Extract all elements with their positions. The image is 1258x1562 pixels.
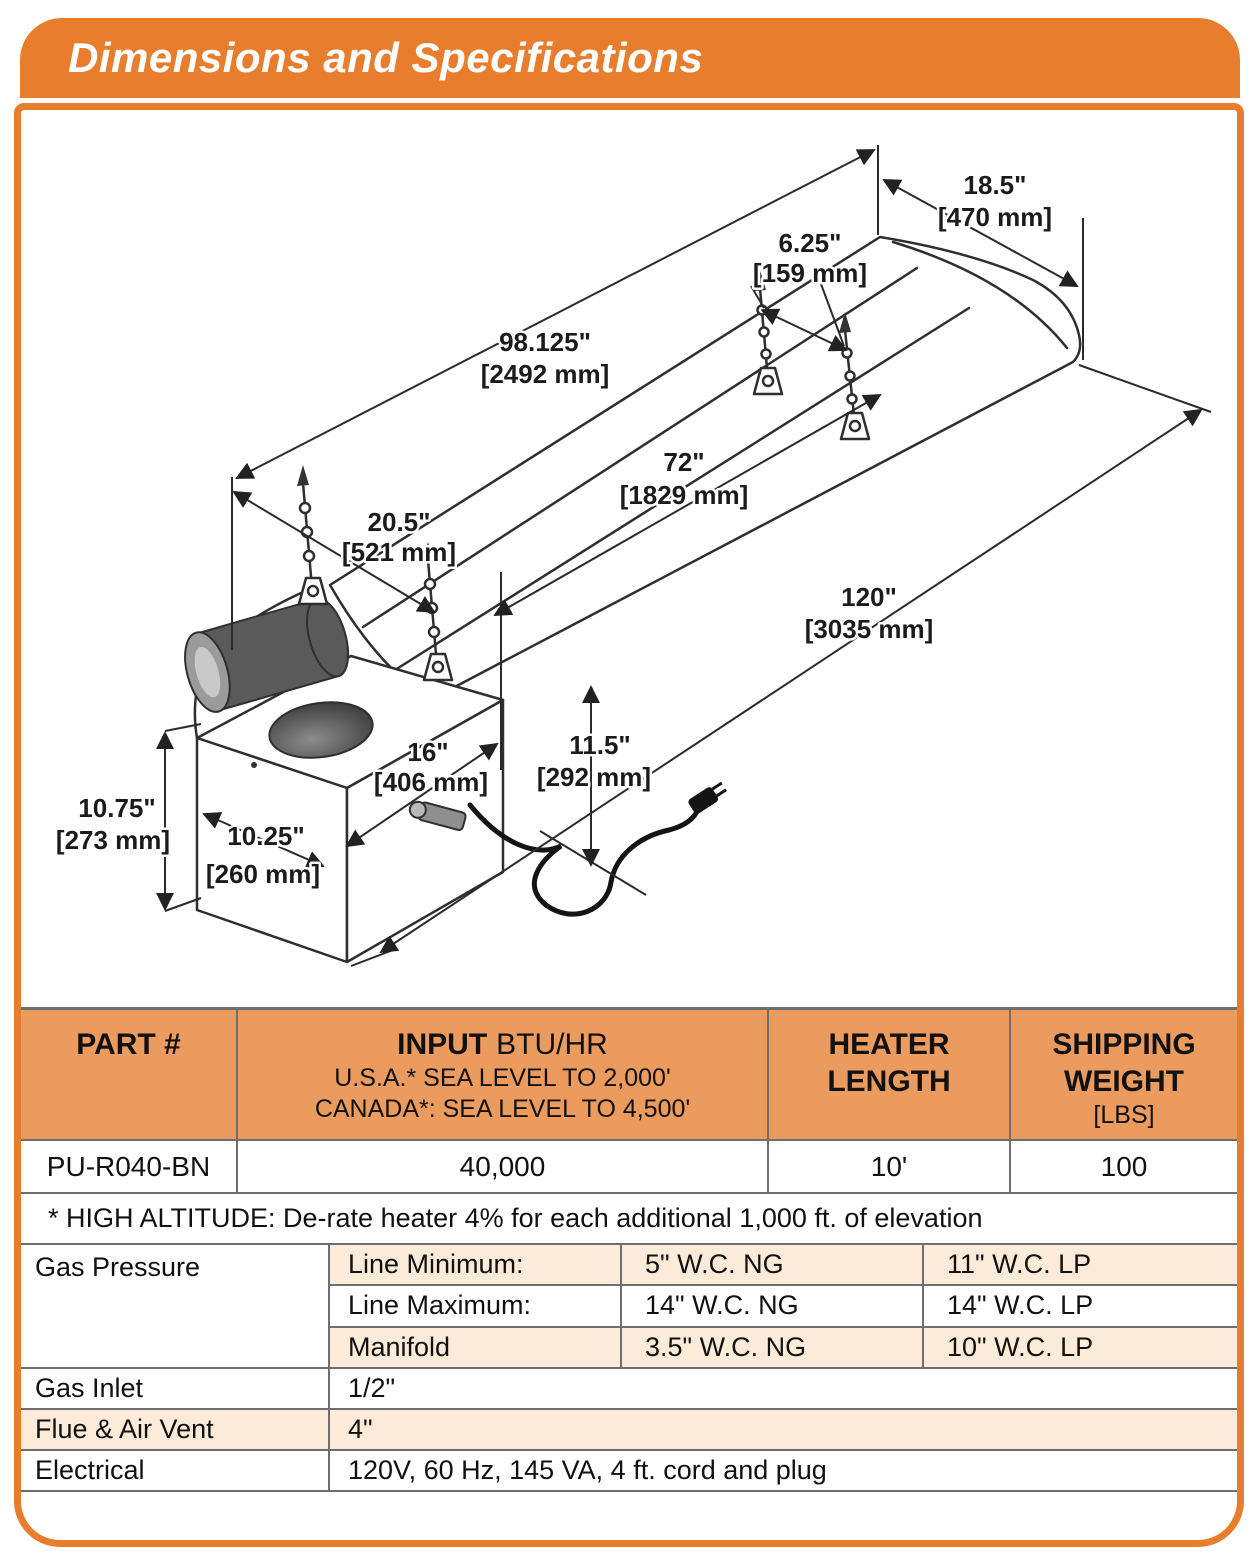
svg-text:[470 mm]: [470 mm]: [938, 202, 1052, 232]
svg-text:11.5": 11.5": [569, 730, 631, 760]
svg-text:10.25": 10.25": [227, 821, 304, 851]
pressure-lp-value: 11" W.C. LP: [947, 1249, 1092, 1280]
spec-row-value: 1/2": [348, 1373, 396, 1403]
part-number-cell: PU-R040-BN: [21, 1141, 238, 1192]
svg-text:98.125": 98.125": [499, 327, 591, 357]
dimension-label-end-width: 18.5" [470 mm]: [935, 168, 1054, 235]
input-header-sub-canada: CANADA*: SEA LEVEL TO 4,500': [314, 1095, 691, 1123]
svg-text:72": 72": [663, 447, 704, 477]
svg-text:6.25": 6.25": [779, 228, 842, 258]
gas-pressure-rows: Line Minimum: 5" W.C. NG 11" W.C. LP Lin…: [330, 1245, 1237, 1367]
power-cord: [467, 781, 727, 917]
svg-text:[1829 mm]: [1829 mm]: [620, 480, 749, 510]
part-header-label: PART #: [76, 1028, 181, 1061]
input-header-sub-usa: U.S.A.* SEA LEVEL TO 2,000': [334, 1064, 671, 1092]
title-bar: Dimensions and Specifications: [20, 18, 1240, 98]
gas-pressure-label: Gas Pressure: [21, 1245, 330, 1367]
pressure-lp-value: 14" W.C. LP: [947, 1290, 1094, 1321]
dimension-label-reflector-length: 98.125" [2492 mm]: [478, 325, 612, 392]
high-altitude-note-text: * HIGH ALTITUDE: De-rate heater 4% for e…: [48, 1203, 983, 1233]
svg-text:120": 120": [841, 582, 897, 612]
svg-text:[273 mm]: [273 mm]: [56, 825, 170, 855]
spec-row-value: 120V, 60 Hz, 145 VA, 4 ft. cord and plug: [348, 1455, 827, 1485]
dimension-label-hanger-offset: 6.25" [159 mm]: [750, 226, 869, 291]
chain-hanger: [297, 465, 329, 606]
table-row: Line Minimum: 5" W.C. NG 11" W.C. LP: [330, 1245, 1237, 1285]
dimension-label-overall-length: 120" [3035 mm]: [802, 580, 936, 647]
pressure-ng-value: 5" W.C. NG: [622, 1245, 924, 1285]
heater-dimension-drawing: 18.5" [470 mm] 6.25" [159 mm] 98.125" [2…: [21, 110, 1237, 1007]
col-header-shipping-weight: SHIPPING WEIGHT [LBS]: [1052, 1028, 1196, 1129]
pressure-lp-value: 10" W.C. LP: [947, 1331, 1094, 1362]
spec-row-label: Electrical: [21, 1451, 330, 1490]
svg-text:[159 mm]: [159 mm]: [753, 258, 867, 288]
heater-tube: [328, 235, 1082, 702]
gas-pressure-section: Gas Pressure Line Minimum: 5" W.C. NG 11…: [21, 1245, 1237, 1369]
dimension-label-box-to-hanger: 20.5" [521 mm]: [339, 505, 458, 570]
page-title: Dimensions and Specifications: [68, 34, 704, 81]
svg-text:[3035 mm]: [3035 mm]: [805, 614, 934, 644]
content-box: 18.5" [470 mm] 6.25" [159 mm] 98.125" [2…: [14, 103, 1244, 1547]
table-row: Manifold 3.5" W.C. NG 10" W.C. LP: [330, 1325, 1237, 1367]
spec-table-data-row: PU-R040-BN 40,000 10' 100: [21, 1141, 1237, 1194]
svg-text:[2492 mm]: [2492 mm]: [481, 359, 610, 389]
svg-text:[521 mm]: [521 mm]: [342, 537, 456, 567]
svg-text:[406 mm]: [406 mm]: [374, 767, 488, 797]
pressure-ng-value: 14" W.C. NG: [622, 1286, 924, 1326]
svg-text:[260 mm]: [260 mm]: [206, 859, 320, 889]
gas-inlet-row: Gas Inlet 1/2": [21, 1369, 1237, 1410]
pressure-row-label: Line Maximum:: [330, 1286, 622, 1326]
svg-text:[292 mm]: [292 mm]: [537, 762, 651, 792]
table-row: Line Maximum: 14" W.C. NG 14" W.C. LP: [330, 1284, 1237, 1326]
pressure-row-label: Manifold: [330, 1327, 622, 1367]
col-header-heater-length: HEATER LENGTH: [769, 1010, 1011, 1139]
svg-text:16": 16": [407, 737, 448, 767]
col-header-part: PART #: [21, 1010, 238, 1139]
electrical-row: Electrical 120V, 60 Hz, 145 VA, 4 ft. co…: [21, 1451, 1237, 1492]
dimension-label-cord-drop: 11.5" [292 mm]: [534, 728, 653, 795]
input-btu-cell: 40,000: [238, 1141, 769, 1192]
dimension-label-control-box-length: 16" [406 mm]: [371, 735, 490, 800]
plug-icon: [688, 781, 727, 814]
heater-isometric-svg: 18.5" [470 mm] 6.25" [159 mm] 98.125" [2…: [53, 145, 1212, 967]
svg-text:10.75": 10.75": [78, 793, 155, 823]
heater-length-cell: 10': [769, 1141, 1011, 1192]
spec-row-label: Gas Inlet: [21, 1369, 330, 1408]
dimension-lines: [156, 149, 1203, 954]
dimension-label-hanging-span: 72" [1829 mm]: [617, 445, 751, 513]
spec-row-label: Flue & Air Vent: [21, 1410, 330, 1449]
spec-row-value: 4": [348, 1414, 373, 1444]
dimension-label-control-box-height: 10.75" [273 mm]: [53, 791, 172, 858]
svg-text:18.5": 18.5": [964, 170, 1027, 200]
screw-dot: [251, 762, 257, 768]
flue-air-vent-row: Flue & Air Vent 4": [21, 1410, 1237, 1451]
svg-text:20.5": 20.5": [368, 507, 431, 537]
shipping-weight-cell: 100: [1100, 1150, 1148, 1182]
pressure-ng-value: 3.5" W.C. NG: [622, 1327, 924, 1367]
dimension-labels: 18.5" [470 mm] 6.25" [159 mm] 98.125" [2…: [53, 168, 1054, 892]
pressure-row-label: Line Minimum:: [330, 1245, 622, 1285]
high-altitude-note: * HIGH ALTITUDE: De-rate heater 4% for e…: [21, 1194, 1237, 1245]
dimension-label-control-box-width: 10.25" [260 mm]: [203, 819, 322, 892]
